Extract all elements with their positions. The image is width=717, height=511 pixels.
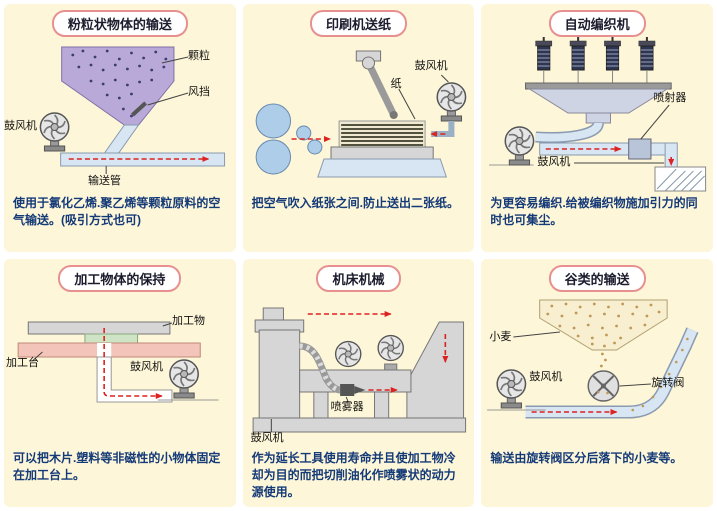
roller-small-top: [295, 125, 311, 141]
collector-funnel: [528, 88, 670, 114]
auto-knitting-machine-illustration: 喷射器 鼓风机: [481, 37, 713, 193]
label-worktable: 加工台: [6, 357, 39, 369]
label-wheat: 小麦: [489, 331, 512, 343]
chute: [102, 124, 140, 156]
roller-large-bottom: [255, 139, 291, 175]
label-blower: 鼓风机: [414, 60, 448, 72]
machine-ramp: [406, 321, 464, 419]
panel-caption: 作为延长工具使用寿命并且使加工物冷却为目的而把切削油化作喷雾状的动力源使用。: [251, 451, 456, 500]
machine-base: [252, 417, 466, 433]
powder-conveying-illustration: 颗粒 风挡 鼓风机 输送管: [4, 37, 236, 193]
label-blower: 鼓风机: [130, 361, 163, 373]
panel-workpiece-holding: 加工物体的保持 加工物 加工台 鼓风机 可以把木片.塑料等非磁性的小物体固定在加…: [4, 259, 236, 507]
sprayer-nozzle: [353, 386, 366, 394]
grain-dots: [546, 302, 661, 368]
panel-caption: 使用于氯化乙烯.聚乙烯等颗粒原料的空气输送。(吸引方式也可): [13, 196, 221, 228]
panel-powder-conveying: 粉粒状物体的输送: [4, 4, 236, 252]
label-pipe: 输送管: [88, 175, 121, 187]
panel-caption: 输送由旋转阀区分后落下的小麦等。: [490, 451, 683, 465]
blower-icon: [498, 370, 526, 408]
workpiece-holding-diagram: [17, 321, 219, 403]
label-granules: 颗粒: [188, 50, 210, 62]
blower-icon: [40, 113, 68, 151]
label-blower: 鼓风机: [529, 371, 563, 383]
grain-conveying-illustration: 小麦 旋转阀 鼓风机: [481, 292, 713, 448]
panel-grain-conveying: 谷类的输送: [481, 259, 713, 507]
stack-platform: [330, 146, 434, 160]
label-damper: 风挡: [188, 86, 210, 98]
blower-icon: [437, 83, 465, 121]
airflow-arrow: [103, 328, 163, 399]
sprayer-body: [339, 384, 354, 396]
label-blower: 鼓风机: [537, 156, 571, 168]
paper-sheets: [340, 124, 423, 146]
workpiece-holding-illustration: 加工物 加工台 鼓风机: [4, 292, 236, 448]
panel-machine-tools: 机床机械: [242, 259, 475, 507]
hopper: [61, 46, 175, 126]
grains-in-pipe: [631, 337, 690, 412]
workpiece-pad: [84, 333, 139, 344]
roller-small-bottom: [306, 139, 323, 155]
panel-title: 自动编织机: [548, 10, 646, 37]
panel-title: 加工物体的保持: [58, 265, 182, 292]
label-ejector: 喷射器: [653, 92, 687, 104]
powder-conveying-diagram: [4, 46, 226, 174]
conveying-duct: [525, 327, 698, 417]
panel-title: 谷类的输送: [548, 265, 646, 292]
panel-title: 粉粒状物体的输送: [51, 10, 188, 37]
label-workpiece: 加工物: [172, 315, 205, 327]
grain-conveying-diagram: [487, 299, 699, 419]
feeder-arm: [364, 61, 397, 117]
damper-flap: [131, 101, 147, 117]
funnel-neck: [586, 112, 612, 124]
blower-icon: [506, 127, 534, 165]
machine-bar: [525, 82, 673, 90]
air-duct: [430, 121, 455, 137]
machine-tools-illustration: 喷雾器 鼓风机: [243, 292, 475, 448]
panel-caption: 为更容易编织.给被编织物施加引力的同时也可集尘。: [490, 196, 698, 228]
dust-box: [654, 166, 707, 192]
panel-title: 机床机械: [316, 265, 401, 292]
auto-knitting-machine-diagram: [489, 37, 707, 192]
suction-duct: [96, 356, 173, 403]
machine-tools-diagram: [252, 307, 466, 433]
workpiece-plate: [27, 321, 171, 335]
label-sprayer: 喷雾器: [330, 401, 364, 413]
printer-paper-feed-illustration: 纸 鼓风机: [243, 37, 475, 193]
machine-column: [258, 329, 300, 419]
column-top-box: [262, 307, 284, 321]
printer-paper-feed-diagram: [255, 50, 475, 178]
panel-caption: 把空气吹入纸张之间.防止送出二张纸。: [251, 196, 459, 210]
granule-dots: [71, 49, 168, 118]
grain-hopper: [539, 299, 668, 351]
roller-large-top: [255, 103, 291, 139]
ejector: [628, 138, 652, 160]
fan-wheel-icon: [377, 334, 404, 362]
panel-printer-paper-feed: 印刷机送纸: [242, 4, 475, 252]
blower-icon: [170, 360, 198, 398]
label-blower: 鼓风机: [4, 120, 37, 132]
panel-title: 印刷机送纸: [309, 10, 407, 37]
fan-wheel-icon: [334, 340, 362, 368]
suction-slot: [97, 343, 112, 357]
suction-tube: [535, 121, 603, 142]
yarn-spools: [535, 37, 656, 83]
dust-box-hatch: [656, 168, 706, 192]
label-rotary-valve: 旋转阀: [651, 377, 685, 389]
panel-caption: 可以把木片.塑料等非磁性的小物体固定在加工台上。: [13, 451, 221, 483]
label-paper: 纸: [390, 78, 402, 90]
stack-base: [316, 158, 447, 178]
panel-auto-knitting-machine: 自动编织机: [481, 4, 713, 252]
label-blower: 鼓风机: [250, 432, 284, 444]
